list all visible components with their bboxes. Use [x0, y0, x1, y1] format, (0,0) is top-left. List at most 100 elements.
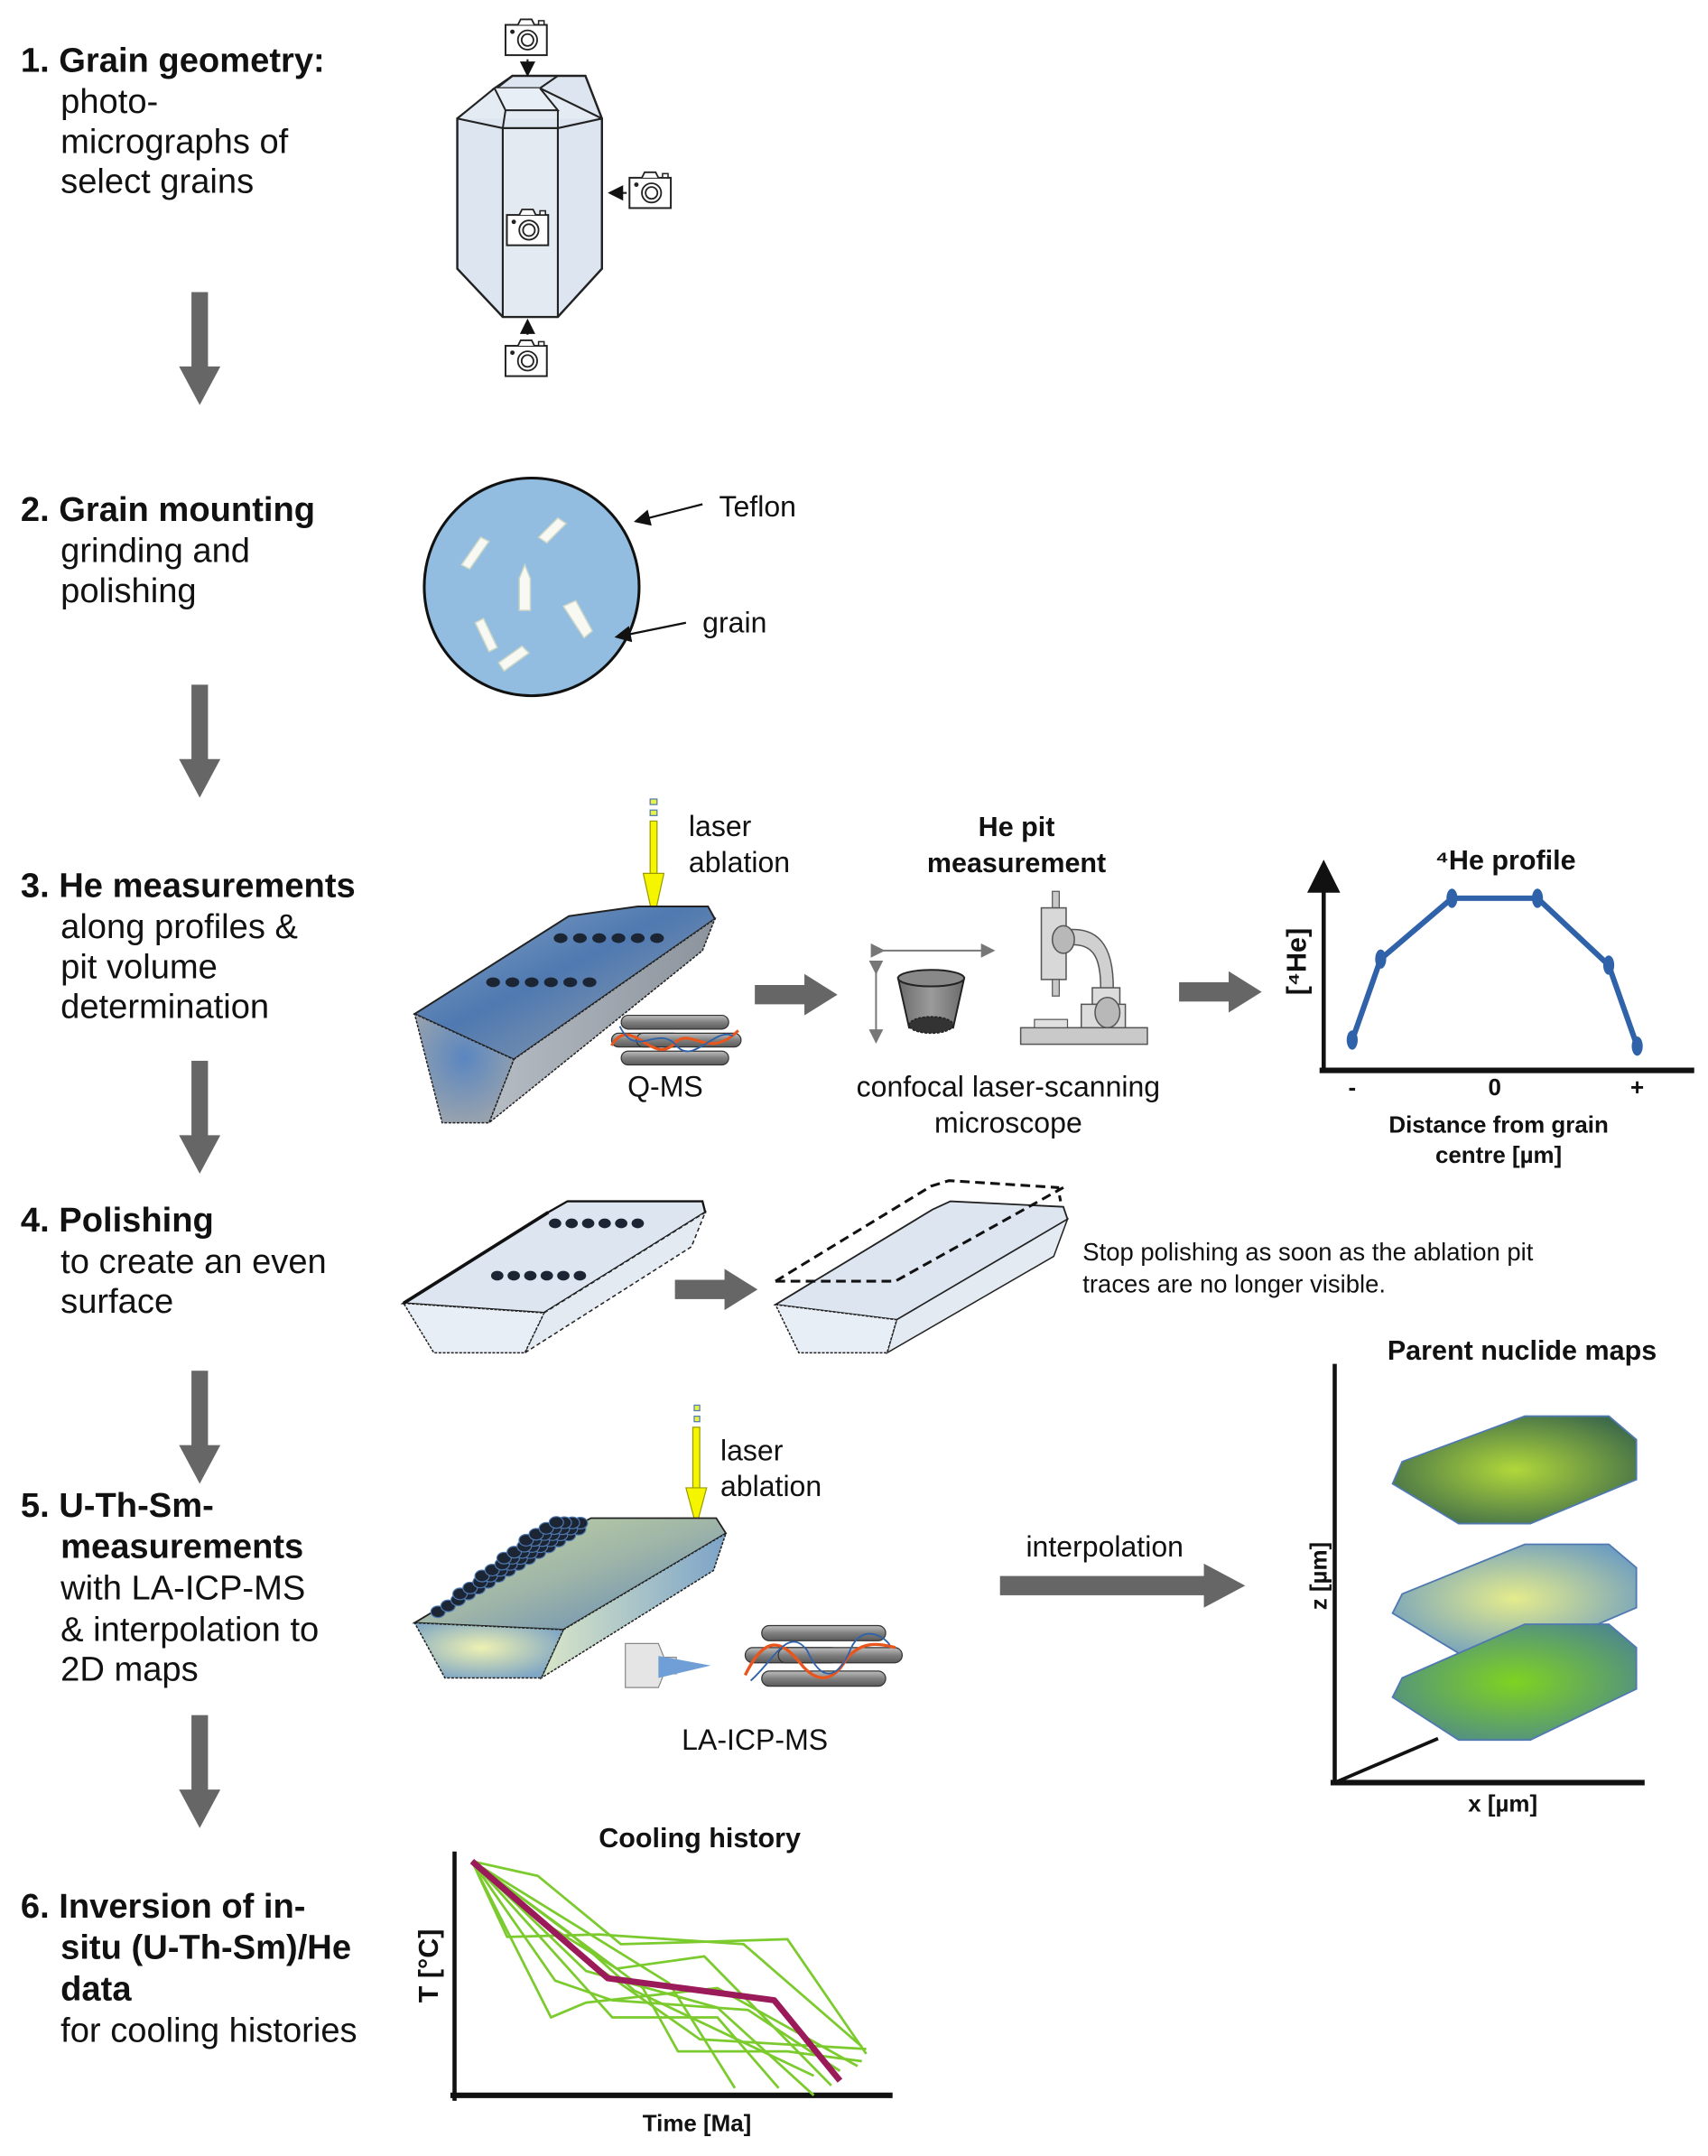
- he-profile-point: [1602, 955, 1615, 975]
- maps-y-axis: [1333, 1736, 1439, 1785]
- polishing-note: Stop polishing as soon as the ablation p…: [1082, 1238, 1533, 1266]
- step-5-title: 5. U-Th-Sm-: [21, 1486, 214, 1525]
- he-profile-x-tick: +: [1630, 1075, 1644, 1101]
- step-2-mount-illustration: Teflon grain: [422, 476, 796, 698]
- cooling-title: Cooling history: [599, 1823, 801, 1854]
- cooling-path-line: [470, 1860, 863, 2048]
- camera-side-icon: [628, 171, 673, 209]
- flow-arrow-right-icon: [755, 973, 838, 1016]
- step-4-desc-line: surface: [60, 1282, 173, 1321]
- cooling-path-line: [470, 1860, 867, 2050]
- cooling-path-line: [471, 1860, 737, 2089]
- nuclide-map-lower: [1391, 1623, 1638, 1742]
- ablation-pit-cup-icon: [868, 943, 996, 1045]
- laser-label: laser: [689, 810, 752, 842]
- step-1-text: 1. Grain geometry: photo- micrographs of…: [21, 41, 325, 200]
- maps-title: Parent nuclide maps: [1388, 1335, 1657, 1366]
- he-profile-series: [1346, 888, 1643, 1056]
- step-4-desc-line: to create an even: [60, 1242, 327, 1281]
- he-profile-point: [1346, 1030, 1358, 1050]
- camera-front-icon: [506, 208, 550, 246]
- ablation-pit-grid: [430, 1516, 589, 1619]
- he-profile-title: ⁴He profile: [1435, 845, 1576, 876]
- he-profile-xlabel: Distance from grain: [1388, 1112, 1608, 1138]
- cooling-history-chart: Cooling history T [°C] Time [Ma]: [413, 1823, 893, 2136]
- he-profile-point: [1531, 888, 1544, 908]
- interpolation-arrow-icon: [999, 1563, 1246, 1608]
- he-profile-line: [1350, 895, 1640, 1047]
- microscope-label: confocal laser-scanning: [857, 1071, 1161, 1103]
- step-6-title: 6. Inversion of in-: [21, 1887, 306, 1926]
- teflon-mount: [422, 476, 641, 698]
- he-profile-x-ticks: -0+: [1349, 1075, 1645, 1101]
- he-profile-x-tick: -: [1349, 1075, 1357, 1101]
- camera-bottom-icon: [504, 339, 548, 377]
- step-1-title: 1. Grain geometry:: [21, 41, 325, 79]
- step-1-crystal-illustration: [456, 18, 673, 377]
- he-profile-ylabel: [⁴He]: [1281, 928, 1312, 995]
- laser-beam-icon: [642, 872, 665, 921]
- qms-icon: [610, 1014, 742, 1066]
- step-3-desc-line: along profiles &: [60, 907, 298, 946]
- step-2-text: 2. Grain mounting grinding and polishing: [21, 490, 315, 610]
- flow-arrow-down-icon: [179, 1371, 221, 1484]
- polishing-note: traces are no longer visible.: [1082, 1269, 1386, 1297]
- laser-label: ablation: [720, 1470, 822, 1502]
- flow-arrow-down-icon: [179, 1715, 221, 1828]
- he-profile-chart: ⁴He profile [⁴He] -0+ Distance from grai…: [1281, 845, 1694, 1168]
- removed-layer-outline: [775, 1179, 1064, 1283]
- step-4-title: 4. Polishing: [21, 1201, 214, 1240]
- step-5-laser-ablation: laser ablation: [685, 1404, 822, 1529]
- step-6-title: data: [60, 1970, 132, 2009]
- cooling-paths: [469, 1858, 868, 2096]
- mounted-grains: [460, 516, 594, 673]
- step-5-desc-line: & interpolation to: [60, 1610, 319, 1649]
- qms-label: Q-MS: [627, 1071, 703, 1103]
- flow-arrow-down-icon: [179, 292, 221, 405]
- cooling-path-line: [470, 1860, 815, 2096]
- step-5-title: measurements: [60, 1528, 303, 1566]
- step-4-crystal-before: [400, 1200, 707, 1355]
- cooling-xlabel: Time [Ma]: [643, 2111, 752, 2136]
- step-4-text: 4. Polishing to create an even surface: [21, 1201, 327, 1321]
- step-1-desc-line: micrographs of: [60, 122, 289, 161]
- ablation-pits: [486, 933, 664, 988]
- step-5-crystal: [412, 1516, 728, 1680]
- laser-label: laser: [720, 1434, 784, 1466]
- flow-arrow-right-icon: [1179, 971, 1262, 1013]
- step-6-text: 6. Inversion of in- situ (U-Th-Sm)/He da…: [21, 1887, 357, 2049]
- flow-arrow-right-icon: [674, 1269, 758, 1311]
- flow-arrow-down-icon: [179, 1060, 221, 1175]
- interpolation-label: interpolation: [1026, 1530, 1184, 1563]
- teflon-label: Teflon: [719, 490, 795, 523]
- step-1-desc-line: select grains: [60, 163, 254, 201]
- step-2-desc-line: grinding and: [60, 532, 250, 571]
- cooling-path-line: [471, 1860, 862, 2063]
- cooling-ylabel: T [°C]: [413, 1929, 444, 2003]
- maps-xlabel: x [µm]: [1468, 1791, 1537, 1817]
- pit-measurement-title: measurement: [927, 848, 1106, 878]
- cooling-best-fit-line: [469, 1858, 843, 2083]
- camera-top-icon: [504, 18, 548, 57]
- cooling-path-line: [471, 1860, 868, 2055]
- step-3-laser-ablation: laser ablation: [642, 798, 790, 921]
- step-2-desc-line: polishing: [60, 572, 197, 610]
- grain-label: grain: [702, 606, 766, 638]
- pit-measurement-title: He pit: [979, 812, 1055, 842]
- step-1-desc-line: photo-: [60, 82, 158, 121]
- he-profile-point: [1375, 949, 1387, 969]
- cooling-path-line: [470, 1860, 859, 2068]
- step-3-text: 3. He measurements along profiles & pit …: [21, 866, 356, 1026]
- flow-arrow-down-icon: [179, 684, 221, 798]
- cooling-path-line: [470, 1860, 780, 2089]
- step-6-desc-line: for cooling histories: [60, 2011, 357, 2049]
- parent-nuclide-maps: Parent nuclide maps x [µm] z [µm]: [1306, 1335, 1657, 1817]
- step-3-title: 3. He measurements: [21, 866, 356, 905]
- he-profile-point: [1446, 888, 1458, 908]
- microscope-icon: [1019, 890, 1148, 1045]
- step-5-desc-line: with LA-ICP-MS: [60, 1569, 305, 1608]
- step-5-desc-line: 2D maps: [60, 1650, 199, 1689]
- ablation-pits: [490, 1218, 645, 1281]
- maps-zlabel: z [µm]: [1306, 1542, 1332, 1610]
- microscope-label: microscope: [934, 1106, 1082, 1138]
